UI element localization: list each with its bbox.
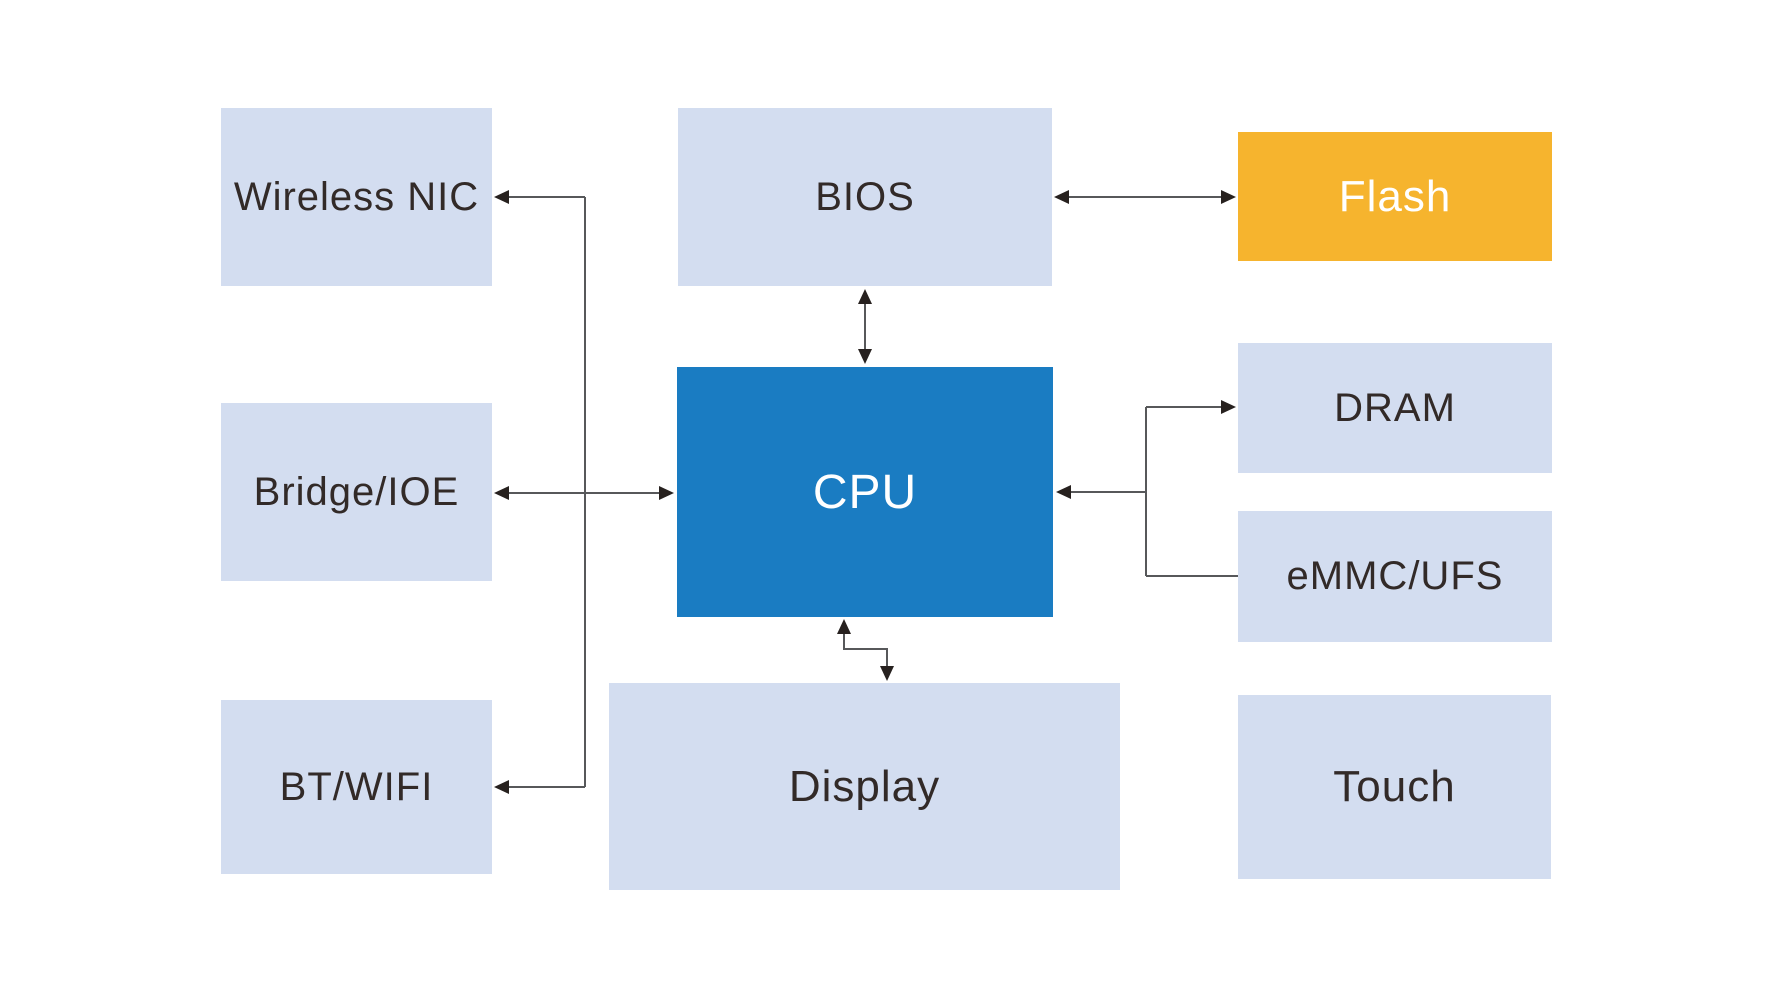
node-bios: BIOS <box>678 108 1052 286</box>
arrowhead-into-flash <box>1221 190 1236 204</box>
node-cpu: CPU <box>677 367 1053 617</box>
node-bios-label: BIOS <box>815 174 915 219</box>
arrowhead-into-wireless-nic <box>494 190 509 204</box>
node-dram-label: DRAM <box>1334 385 1456 430</box>
arrowhead-into-bt-wifi <box>494 780 509 794</box>
connector-to-bt-wifi <box>494 780 585 794</box>
arrowhead-into-dram <box>1221 400 1236 414</box>
node-cpu-label: CPU <box>812 465 918 519</box>
connector-to-wireless-nic <box>494 190 585 204</box>
arrowhead-into-bridge-ioe <box>494 486 509 500</box>
node-emmc-ufs: eMMC/UFS <box>1238 511 1552 642</box>
node-emmc-ufs-label: eMMC/UFS <box>1286 554 1504 598</box>
arrowhead-into-display <box>880 666 894 681</box>
node-bridge-ioe-label: Bridge/IOE <box>253 469 460 514</box>
node-wireless-nic-label: Wireless NIC <box>233 174 480 219</box>
node-bt-wifi: BT/WIFI <box>221 700 492 874</box>
node-touch: Touch <box>1238 695 1551 879</box>
arrowhead-into-bios-bottom <box>858 289 872 304</box>
arrowhead-into-cpu-right <box>1056 485 1071 499</box>
node-bridge-ioe: Bridge/IOE <box>221 403 492 581</box>
arrowhead-into-cpu-left <box>659 486 674 500</box>
connector-cpu-display <box>837 619 894 681</box>
connector-to-dram <box>1146 400 1236 414</box>
node-flash: Flash <box>1238 132 1552 261</box>
node-display-label: Display <box>788 761 941 811</box>
node-flash-label: Flash <box>1338 171 1452 221</box>
connector-bridge-cpu <box>494 486 674 500</box>
node-display: Display <box>609 683 1120 890</box>
node-bt-wifi-label: BT/WIFI <box>279 764 434 809</box>
arrowhead-into-bios <box>1054 190 1069 204</box>
arrowhead-into-cpu-bottom <box>837 619 851 634</box>
connector-memory-cpu <box>1056 485 1146 499</box>
node-touch-label: Touch <box>1333 762 1456 811</box>
node-wireless-nic: Wireless NIC <box>221 108 492 286</box>
connector-bios-cpu <box>858 289 872 364</box>
node-dram: DRAM <box>1238 343 1552 473</box>
connector-bios-flash <box>1054 190 1236 204</box>
arrowhead-into-cpu-top <box>858 349 872 364</box>
